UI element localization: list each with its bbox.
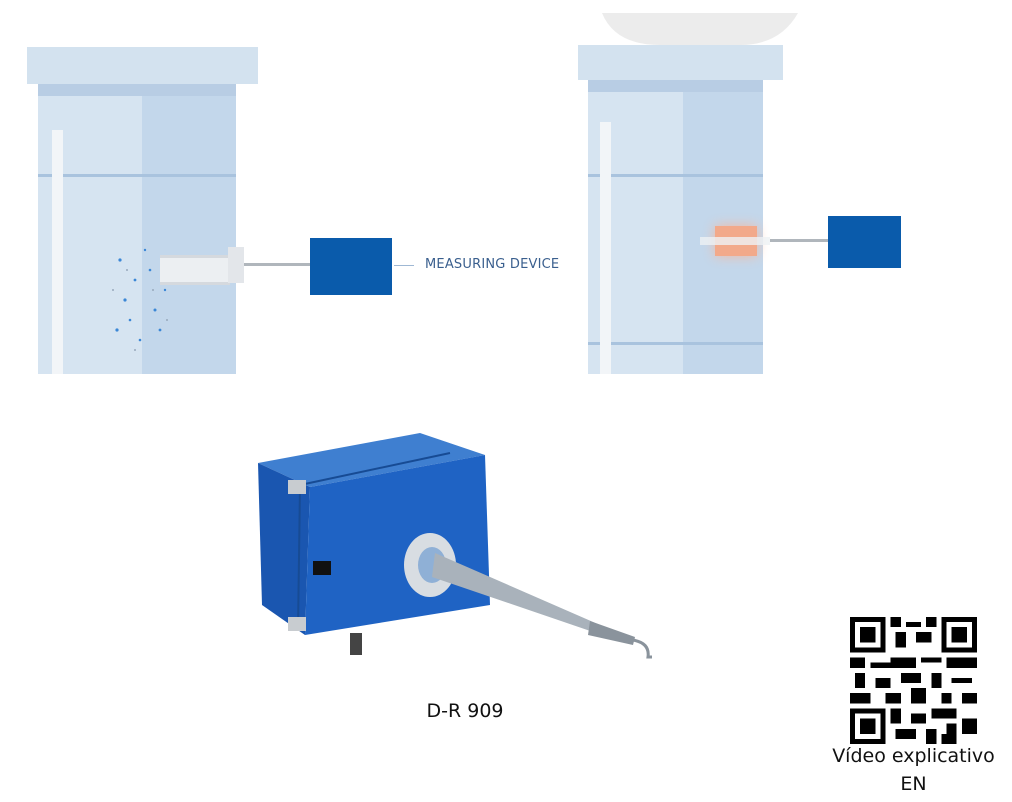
measuring-device-box xyxy=(828,216,901,268)
chimney-band xyxy=(38,84,236,96)
chimney-joint xyxy=(588,342,763,345)
bowl-shape xyxy=(602,13,798,45)
product-name: D-R 909 xyxy=(426,700,504,722)
dust-particles xyxy=(112,248,168,351)
chimney-joint xyxy=(38,174,236,177)
probe-head xyxy=(160,255,230,285)
measuring-device-label: MEASURING DEVICE xyxy=(425,257,560,272)
probe-cable xyxy=(770,239,828,242)
qr-language: EN xyxy=(900,773,927,795)
chimney-cap xyxy=(27,47,258,84)
dr-909-device-image xyxy=(258,433,652,659)
probe-cable xyxy=(244,263,310,266)
chimney-cap xyxy=(578,45,783,80)
probe-tube xyxy=(700,237,770,245)
qr-caption: Vídeo explicativo xyxy=(832,745,995,767)
chimney-band xyxy=(588,80,763,92)
handle-icon xyxy=(313,561,331,575)
qr-code[interactable] xyxy=(850,617,977,744)
chimney-body-shade xyxy=(142,84,236,374)
chimney-rod xyxy=(52,130,63,374)
measuring-device-box xyxy=(310,238,392,295)
probe-flange xyxy=(228,247,244,283)
chimney-rod xyxy=(600,122,611,374)
chimney-joint xyxy=(588,174,763,177)
label-leader-line xyxy=(394,265,414,266)
